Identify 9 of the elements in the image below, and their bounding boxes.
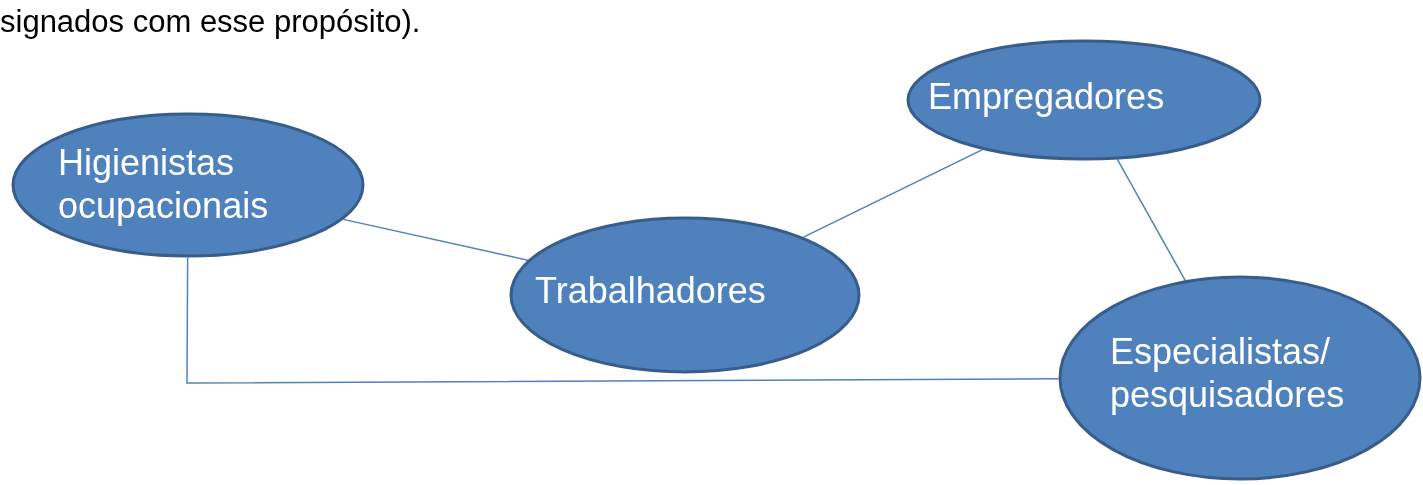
node-label: Higienistas ocupacionais	[58, 141, 270, 228]
node-label: Trabalhadores	[535, 269, 767, 313]
node-label: Empregadores	[928, 75, 1166, 119]
node-label: Especialistas/ pesquisadores	[1110, 330, 1346, 417]
connector-line	[342, 218, 529, 261]
connector-line	[802, 148, 984, 238]
text-line: signados com esse propósito).	[0, 4, 421, 40]
connector-line	[1116, 158, 1186, 282]
connector-line	[186, 256, 1060, 384]
